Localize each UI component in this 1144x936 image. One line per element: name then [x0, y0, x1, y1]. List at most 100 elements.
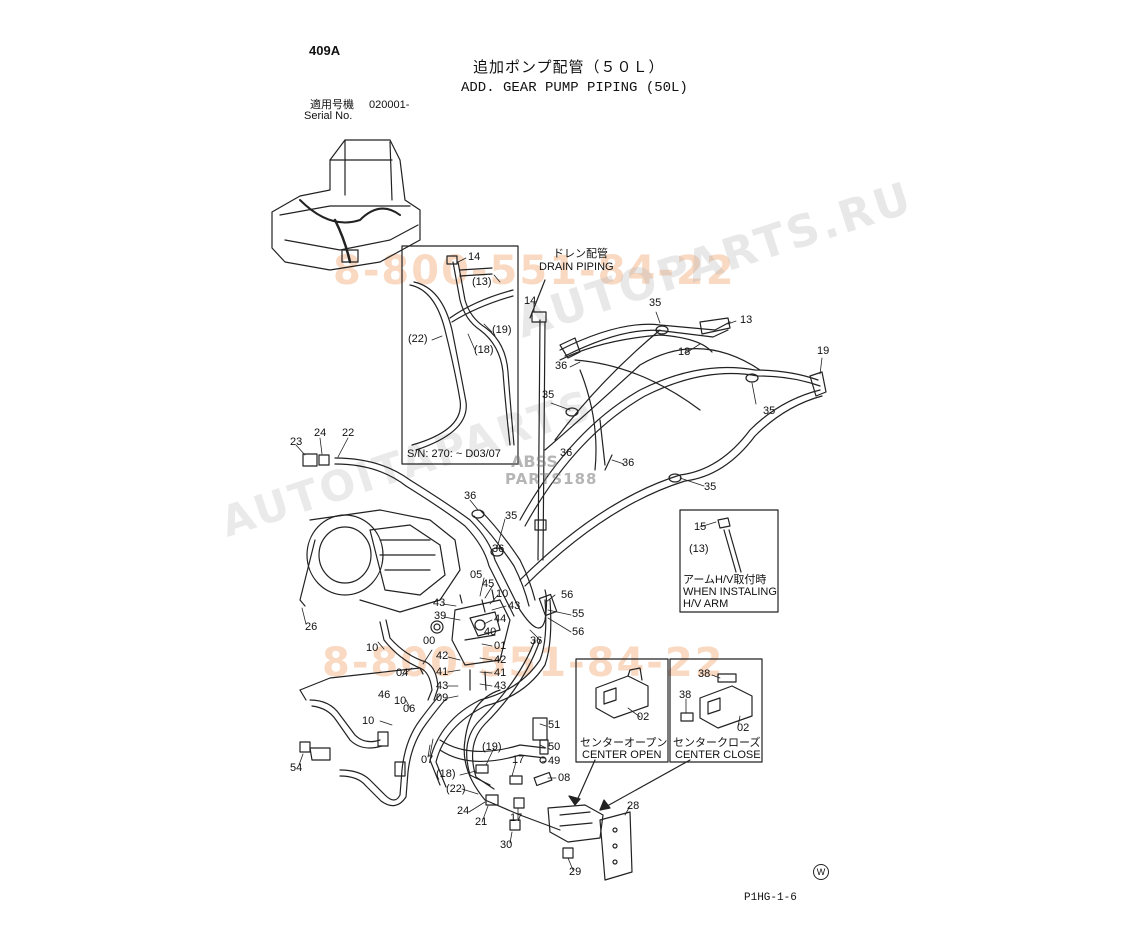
pointer-arrow-open — [574, 759, 596, 806]
center-close-valve-icon — [680, 673, 753, 729]
callout-label: 14 — [468, 251, 481, 263]
page-number: 409A — [309, 43, 341, 58]
inset-serial-note: S/N: 270: ~ D03/07 — [407, 448, 501, 460]
callout-label: 07 — [421, 754, 434, 766]
callout-label: 55 — [572, 608, 585, 620]
inset-hose-lines — [409, 255, 515, 451]
callout-label: (18) — [436, 768, 456, 780]
lower-fittings — [475, 717, 633, 881]
pointer-arrow-close — [599, 759, 691, 811]
callout-label: 17 — [510, 812, 523, 824]
callout-label: 08 — [558, 772, 571, 784]
callout-label: 43 — [494, 680, 507, 692]
callout-label: 35 — [649, 297, 662, 309]
gear-pump-block — [430, 589, 511, 691]
inset-center-open-frame — [575, 658, 669, 763]
callout-label: (13) — [472, 276, 492, 288]
callout-label: 43 — [436, 680, 449, 692]
callout-label: (18) — [474, 344, 494, 356]
leader-lines — [295, 257, 823, 871]
callout-label: 39 — [434, 610, 447, 622]
center-close-label-english: CENTER CLOSE — [675, 749, 761, 761]
callout-label: 56 — [572, 626, 585, 638]
callout-label: (22) — [408, 333, 428, 345]
callout-label: 10 — [366, 642, 379, 654]
callout-label: 02 — [637, 711, 650, 723]
callout-label: 35 — [763, 405, 776, 417]
callout-label: 36 — [464, 490, 477, 502]
figure-code: P1HG-1-6 — [744, 892, 797, 904]
title-english: ADD. GEAR PUMP PIPING (50L) — [461, 80, 688, 96]
callout-label: 17 — [512, 754, 525, 766]
callout-label: 41 — [494, 667, 507, 679]
callout-label: 36 — [492, 543, 505, 555]
callout-label: 36 — [555, 360, 568, 372]
callout-label: 38 — [698, 668, 711, 680]
callout-label: 54 — [290, 762, 303, 774]
inset-arm-frame — [679, 509, 779, 613]
center-open-label-japanese: センターオープン — [580, 737, 668, 749]
callout-label: 22 — [342, 427, 355, 439]
callout-label: 19 — [817, 345, 830, 357]
lower-left-hoses — [299, 619, 447, 807]
main-hose — [302, 453, 536, 617]
callout-label: 41 — [436, 666, 449, 678]
callout-label: 46 — [378, 689, 391, 701]
excavator-overview-icon — [271, 139, 421, 271]
callout-label: 42 — [494, 654, 507, 666]
callout-label: 23 — [290, 436, 303, 448]
callout-label: 06 — [403, 703, 416, 715]
serial-number-value: 020001- — [369, 99, 410, 111]
callout-label: 05 — [470, 569, 483, 581]
drain-label-japanese: ドレン配管 — [553, 248, 608, 260]
callout-label: 10 — [496, 588, 509, 600]
callout-label: (13) — [689, 543, 709, 555]
inset-arm-lines — [717, 517, 742, 573]
drain-label-english: DRAIN PIPING — [539, 261, 614, 273]
callout-label: (19) — [492, 324, 512, 336]
callout-label: 18 — [678, 346, 691, 358]
callout-label: 24 — [314, 427, 327, 439]
callout-label: 26 — [305, 621, 318, 633]
inset-hose-frame — [401, 245, 519, 465]
callout-label: 13 — [740, 314, 753, 326]
callout-label: 36 — [560, 447, 573, 459]
callout-label: 35 — [542, 389, 555, 401]
callout-label: 04 — [396, 667, 409, 679]
callout-label: 42 — [436, 650, 449, 662]
callout-label: 35 — [505, 510, 518, 522]
callout-label: 35 — [704, 481, 717, 493]
hose-bundle-upper — [519, 317, 827, 587]
callout-label: 09 — [436, 692, 449, 704]
logo-watermark: ABSS PARTS188 — [505, 452, 645, 488]
callout-label: 10 — [394, 695, 407, 707]
drain-pipe — [529, 279, 547, 561]
logo-line-1: ABSS — [511, 452, 558, 471]
callout-label: 30 — [500, 839, 513, 851]
arm-label-english-1: WHEN INSTALING — [683, 586, 777, 598]
logo-line-2: PARTS188 — [505, 470, 598, 488]
lower-hoses — [429, 589, 561, 831]
center-close-label-japanese: センタークローズ — [673, 737, 761, 749]
callout-label: 50 — [548, 741, 561, 753]
pump-assembly-icon — [299, 509, 461, 613]
callout-label: 45 — [482, 578, 495, 590]
serial-label-japanese: 適用号機 — [310, 99, 354, 111]
callout-label: (19) — [482, 741, 502, 753]
callout-label: 29 — [569, 866, 582, 878]
callout-label: 01 — [494, 640, 507, 652]
center-open-label-english: CENTER OPEN — [582, 749, 662, 761]
serial-label-english: Serial No. — [304, 110, 353, 122]
callout-label: 28 — [627, 800, 640, 812]
callout-label: 36 — [530, 635, 543, 647]
callout-label: 43 — [433, 597, 446, 609]
callout-label: 15 — [694, 521, 707, 533]
callout-label: 14 — [524, 295, 537, 307]
callout-label: 49 — [548, 755, 561, 767]
callout-label: 10 — [362, 715, 375, 727]
callout-label: 36 — [622, 457, 635, 469]
callout-label: 44 — [494, 613, 507, 625]
inset-center-close-frame — [669, 658, 763, 763]
callout-label: 21 — [475, 816, 488, 828]
